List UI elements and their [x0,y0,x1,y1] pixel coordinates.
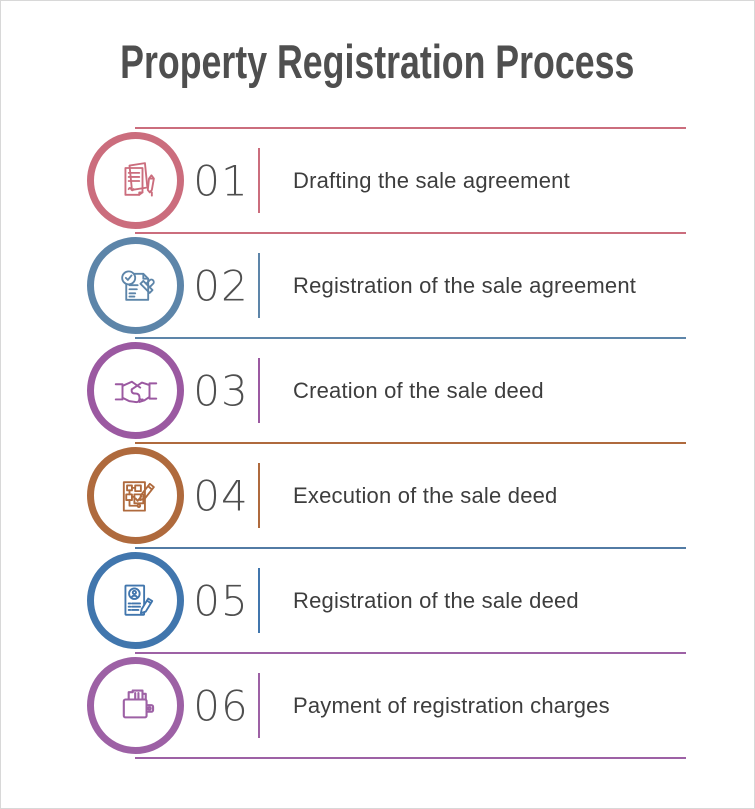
step-6-number: 06 [193,681,249,730]
step-5-number: 05 [193,576,249,625]
step-6-divider [258,673,260,738]
step-1-number: 01 [193,156,249,205]
step-2-label: Registration of the sale agreement [293,272,637,298]
step-4-divider [258,463,260,528]
step-row-4: 04 Execution of the sale deed [1,443,754,548]
step-5-divider [258,568,260,633]
step-2-number: 02 [193,261,249,310]
step-4-number: 04 [193,471,249,520]
step-5-label: Registration of the sale deed [293,587,579,613]
title-area: Property Registration Process [1,34,754,89]
step-3-circle [87,342,184,439]
step-1-label: Drafting the sale agreement [293,167,570,193]
wallet-icon [122,689,154,718]
step-4-circle [87,447,184,544]
separator-line [135,442,686,444]
step-row-1: 01 Drafting the sale agreement [1,128,754,233]
separator-line [135,652,686,654]
step-3-label: Creation of the sale deed [293,377,544,403]
step-2-divider [258,253,260,318]
separator-line [135,127,686,129]
step-row-6: 06 Payment of registration charges [1,653,754,758]
step-row-3: 03 Creation of the sale deed [1,338,754,443]
separator-line [135,547,686,549]
step-1-divider [258,148,260,213]
step-5-circle [87,552,184,649]
step-3-divider [258,358,260,423]
document-check-stamp-icon [120,269,155,301]
step-row-2: 02 Registration of the sale agreement [1,233,754,338]
step-6-label: Payment of registration charges [293,692,610,718]
step-row-5: 05 Registration of the sale deed [1,548,754,653]
step-4-label: Execution of the sale deed [293,482,558,508]
step-1-circle [87,132,184,229]
handshake-icon [114,380,157,403]
contract-documents-pen-icon [124,161,155,197]
plan-checkbox-pencil-icon [122,480,155,512]
separator-line [135,337,686,339]
page-title: Property Registration Process [120,35,635,88]
step-3-number: 03 [193,366,249,415]
step-6-circle [87,657,184,754]
separator-line [135,757,686,759]
step-2-circle [87,237,184,334]
registration-form-pencil-icon [124,584,153,616]
separator-line [135,232,686,234]
